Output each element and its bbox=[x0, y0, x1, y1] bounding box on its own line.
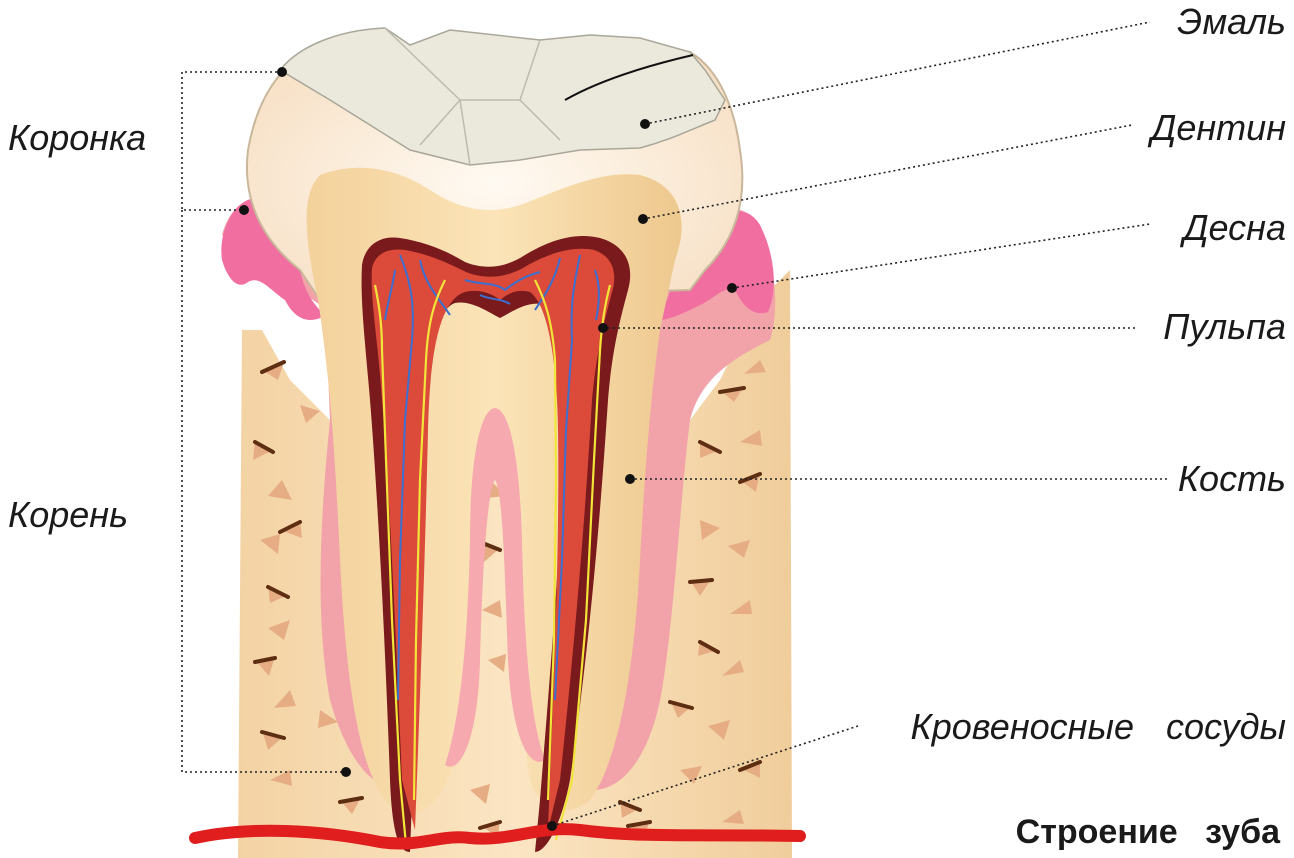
label-bone: Кость bbox=[1178, 461, 1286, 497]
diagram-title: Строение зуба bbox=[1016, 815, 1280, 849]
label-vessels: Кровеносные сосуды bbox=[911, 709, 1286, 745]
label-enamel: Эмаль bbox=[1177, 4, 1286, 40]
label-root: Корень bbox=[8, 497, 128, 533]
leader-gum bbox=[732, 224, 1150, 288]
label-gum: Десна bbox=[1183, 210, 1286, 246]
label-crown: Коронка bbox=[8, 120, 146, 156]
label-pulp: Пульпа bbox=[1163, 309, 1286, 345]
label-dentin: Дентин bbox=[1151, 110, 1286, 146]
